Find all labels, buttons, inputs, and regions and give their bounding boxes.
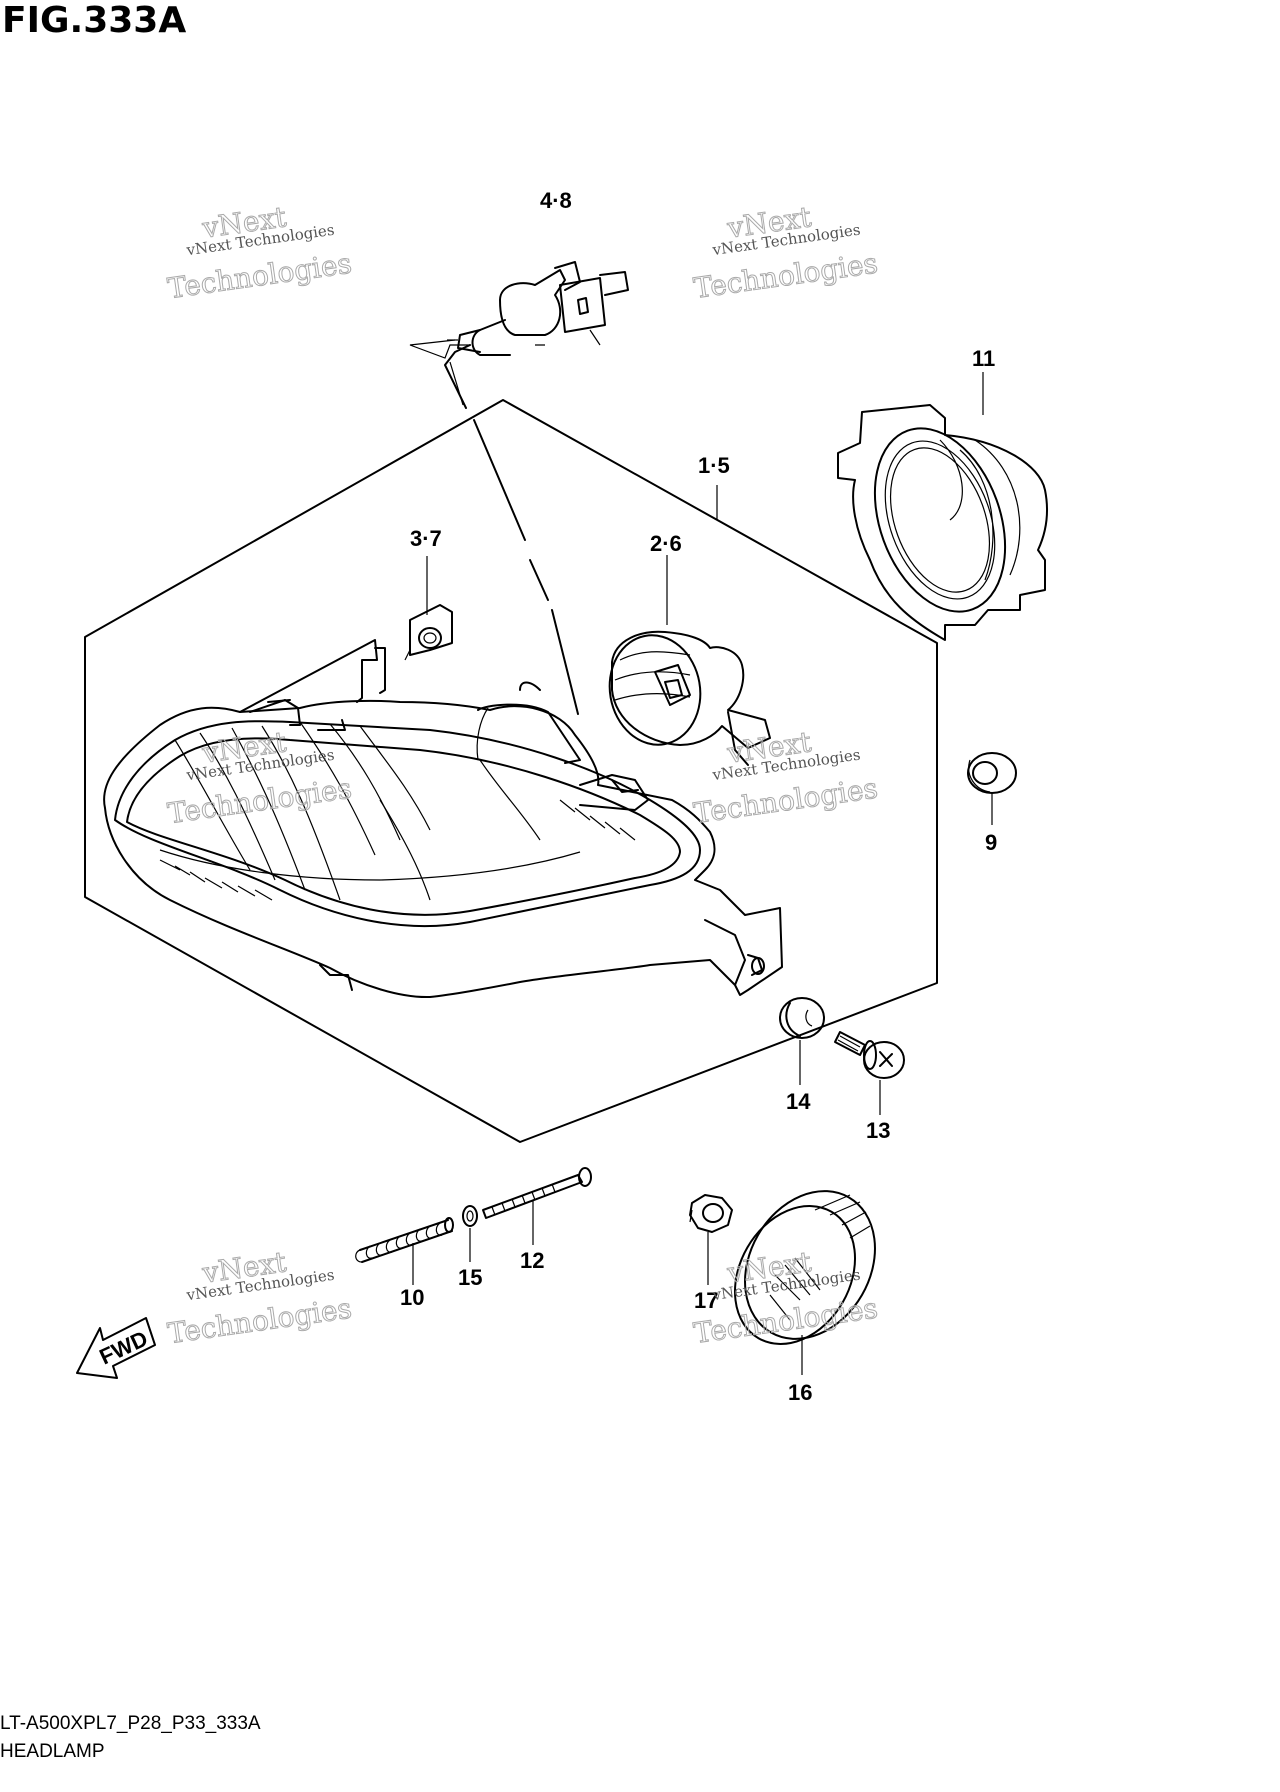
part-bulb-4-8[interactable] (447, 261, 629, 356)
callout-10[interactable]: 10 (400, 1285, 424, 1310)
callout-13[interactable]: 13 (866, 1118, 890, 1143)
callout-3-7[interactable]: 3·7 (410, 526, 442, 551)
bulb-assembly-line (444, 344, 579, 715)
watermark-6: vNext vNext Technologies Technologies (691, 1245, 880, 1351)
part-socket-2-6[interactable] (601, 628, 771, 766)
callout-16[interactable]: 16 (788, 1380, 812, 1405)
part-rim-11[interactable] (837, 404, 1048, 641)
fwd-direction-marker: FWD (76, 1317, 156, 1379)
part-reflector-16[interactable] (711, 1167, 901, 1365)
model-code: LT-A500XPL7_P28_P33_333A (0, 1713, 261, 1734)
callout-4-8[interactable]: 4·8 (540, 188, 572, 213)
part-clip-3-7[interactable] (404, 604, 453, 661)
callout-17[interactable]: 17 (694, 1288, 718, 1313)
callout-11[interactable]: 11 (972, 346, 995, 371)
figure-title: FIG.333A (2, 0, 187, 41)
callout-1-5[interactable]: 1·5 (698, 453, 730, 478)
assembly-boundary (84, 399, 938, 1143)
callout-15[interactable]: 15 (458, 1265, 482, 1290)
callout-14[interactable]: 14 (786, 1089, 811, 1114)
part-spring-10[interactable] (355, 1217, 454, 1263)
watermark-5: vNext vNext Technologies Technologies (165, 1245, 354, 1351)
part-grommet-9[interactable] (967, 752, 1017, 794)
bulb-leader-base (449, 361, 464, 406)
fwd-arrow-icon (76, 1317, 156, 1379)
callout-12[interactable]: 12 (520, 1248, 544, 1273)
part-headlamp-housing[interactable] (103, 639, 783, 999)
assembly-name: HEADLAMP (0, 1741, 105, 1762)
callout-9[interactable]: 9 (985, 830, 997, 855)
part-washer-15[interactable] (462, 1205, 478, 1227)
part-grommet-14[interactable] (779, 997, 825, 1039)
part-nut-17[interactable] (689, 1194, 733, 1233)
part-screw-12[interactable] (482, 1167, 592, 1219)
watermark-1: vNext vNext Technologies Technologies (165, 200, 354, 306)
part-screw-13[interactable] (834, 1031, 905, 1079)
leader-bulb (409, 339, 470, 359)
watermark-2: vNext vNext Technologies Technologies (691, 200, 880, 306)
callout-2-6[interactable]: 2·6 (650, 531, 682, 556)
